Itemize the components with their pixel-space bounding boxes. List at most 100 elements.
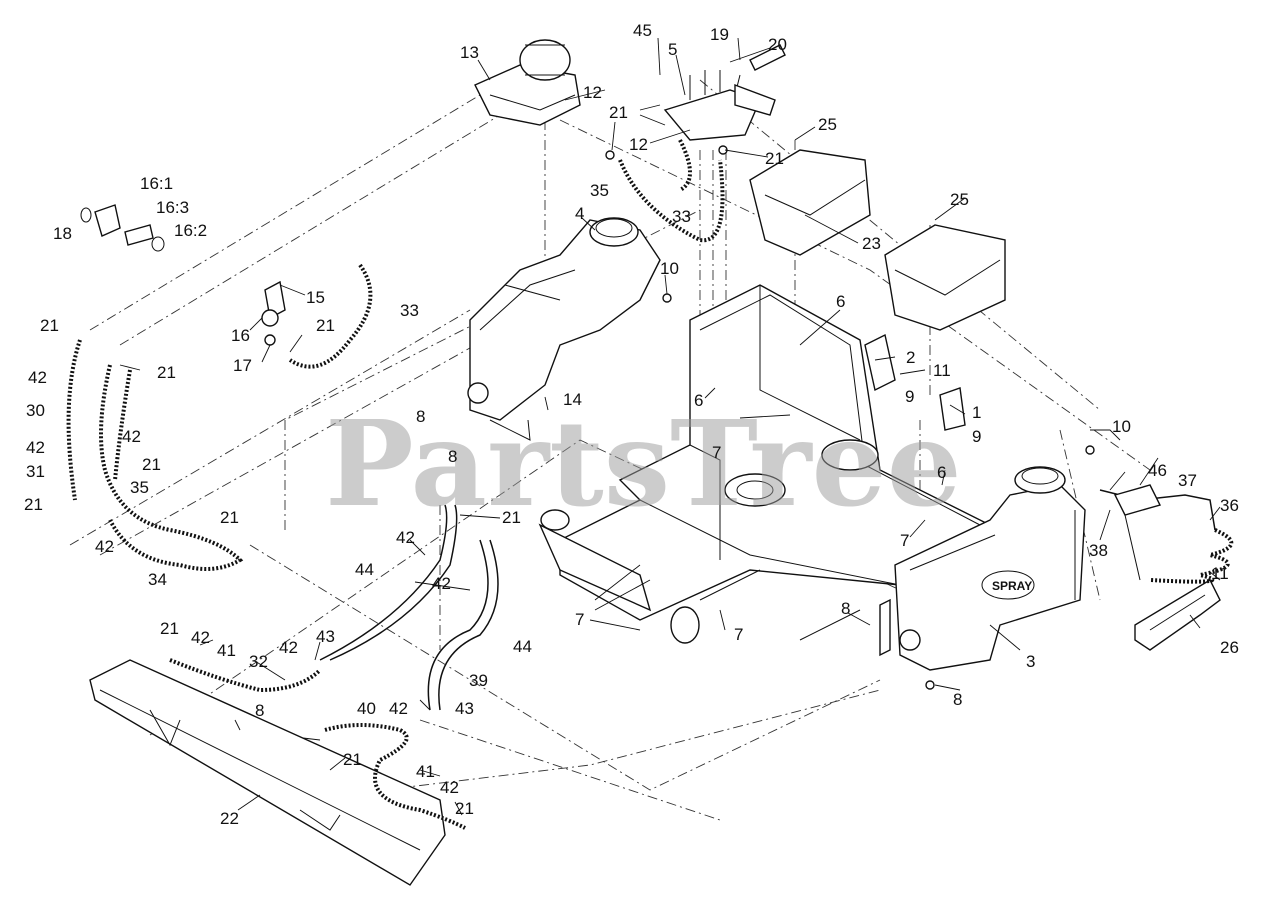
callout-21: 21 <box>343 750 362 769</box>
callout-42: 42 <box>279 638 298 657</box>
callout-45: 45 <box>633 21 652 40</box>
callout-21: 21 <box>609 103 628 122</box>
callout-13: 13 <box>460 43 479 62</box>
callout-38: 38 <box>1089 541 1108 560</box>
callout-26: 26 <box>1220 638 1239 657</box>
callout-21: 21 <box>157 363 176 382</box>
hose-routing <box>66 139 725 830</box>
callout-31: 31 <box>26 462 45 481</box>
callout-21: 21 <box>765 149 784 168</box>
right-spray-tank: SPRAY <box>894 466 1086 671</box>
callout-42: 42 <box>432 574 451 593</box>
callout-35: 35 <box>130 478 149 497</box>
small-fittings <box>80 44 1095 690</box>
watermark: PartsTree <box>325 394 962 533</box>
callout-16-2: 16:2 <box>174 221 207 240</box>
callout-6: 6 <box>836 292 845 311</box>
callout-8: 8 <box>416 407 425 426</box>
callout-39: 39 <box>469 671 488 690</box>
callout-25: 25 <box>818 115 837 134</box>
callout-21: 21 <box>316 316 335 335</box>
callout-21: 21 <box>40 316 59 335</box>
callout-16: 16 <box>231 326 250 345</box>
callout-42: 42 <box>191 628 210 647</box>
callout-6: 6 <box>694 391 703 410</box>
callout-30: 30 <box>26 401 45 420</box>
callout-25: 25 <box>950 190 969 209</box>
callout-7: 7 <box>575 610 584 629</box>
assembly-guide-lines <box>69 79 1151 821</box>
callout-10: 10 <box>1112 417 1131 436</box>
callout-10: 10 <box>660 259 679 278</box>
callout-20: 20 <box>768 35 787 54</box>
callout-42: 42 <box>26 438 45 457</box>
callout-42: 42 <box>396 528 415 547</box>
callout-42: 42 <box>440 778 459 797</box>
callout-40: 40 <box>357 699 376 718</box>
leader-lines <box>119 37 1221 816</box>
callout-42: 42 <box>122 427 141 446</box>
callout-34: 34 <box>148 570 167 589</box>
mower-frame <box>538 284 1002 644</box>
callout-12: 12 <box>583 83 602 102</box>
callout-3: 3 <box>1026 652 1035 671</box>
callout-7: 7 <box>712 443 721 462</box>
callout-7: 7 <box>734 625 743 644</box>
callout-8: 8 <box>255 701 264 720</box>
tank-brand-logo: SPRAY <box>992 579 1032 593</box>
callout-8: 8 <box>841 599 850 618</box>
callout-21: 21 <box>220 508 239 527</box>
callout-44: 44 <box>355 560 374 579</box>
callout-17: 17 <box>233 356 252 375</box>
callout-43: 43 <box>316 627 335 646</box>
callout-11: 11 <box>933 361 951 380</box>
callout-16-1: 16:1 <box>140 174 173 193</box>
callout-23: 23 <box>862 234 881 253</box>
callout-16-3: 16:3 <box>156 198 189 217</box>
callout-21: 21 <box>455 799 474 818</box>
callout-12: 12 <box>629 135 648 154</box>
spray-gun-assembly <box>1099 484 1234 584</box>
callout-15: 15 <box>306 288 325 307</box>
callout-43: 43 <box>455 699 474 718</box>
callout-21: 21 <box>142 455 161 474</box>
callout-18: 18 <box>53 224 72 243</box>
callout-4: 4 <box>575 204 584 223</box>
shield-bracket <box>1134 579 1221 651</box>
callout-19: 19 <box>710 25 729 44</box>
callout-33: 33 <box>400 301 419 320</box>
valve-manifold <box>663 70 776 141</box>
pump-assembly <box>474 39 581 126</box>
callout-8: 8 <box>953 690 962 709</box>
storage-trays <box>749 149 1006 331</box>
callout-6: 6 <box>937 463 946 482</box>
callout-1: 1 <box>972 403 981 422</box>
callout-9: 9 <box>972 427 981 446</box>
callout-35: 35 <box>590 181 609 200</box>
callout-41: 41 <box>416 762 435 781</box>
callout-41: 41 <box>217 641 236 660</box>
callout-32: 32 <box>249 652 268 671</box>
callout-33: 33 <box>672 207 691 226</box>
callout-7: 7 <box>900 531 909 550</box>
callout-42: 42 <box>28 368 47 387</box>
spray-boom-bar <box>89 659 446 886</box>
callout-21: 21 <box>502 508 521 527</box>
callout-5: 5 <box>668 40 677 59</box>
callout-42: 42 <box>95 537 114 556</box>
callout-9: 9 <box>905 387 914 406</box>
callout-42: 42 <box>389 699 408 718</box>
callout-21: 21 <box>24 495 43 514</box>
left-spray-tank <box>467 217 661 441</box>
callout-46: 46 <box>1148 461 1167 480</box>
callout-44: 44 <box>513 637 532 656</box>
callout-2: 2 <box>906 348 915 367</box>
callout-37: 37 <box>1178 471 1197 490</box>
callout-labels: 45 5 19 20 13 12 21 12 21 25 35 33 16:1 … <box>24 21 1239 828</box>
callout-8: 8 <box>448 447 457 466</box>
callout-21: 21 <box>160 619 179 638</box>
callout-36: 36 <box>1220 496 1239 515</box>
callout-14: 14 <box>563 390 582 409</box>
callout-22: 22 <box>220 809 239 828</box>
